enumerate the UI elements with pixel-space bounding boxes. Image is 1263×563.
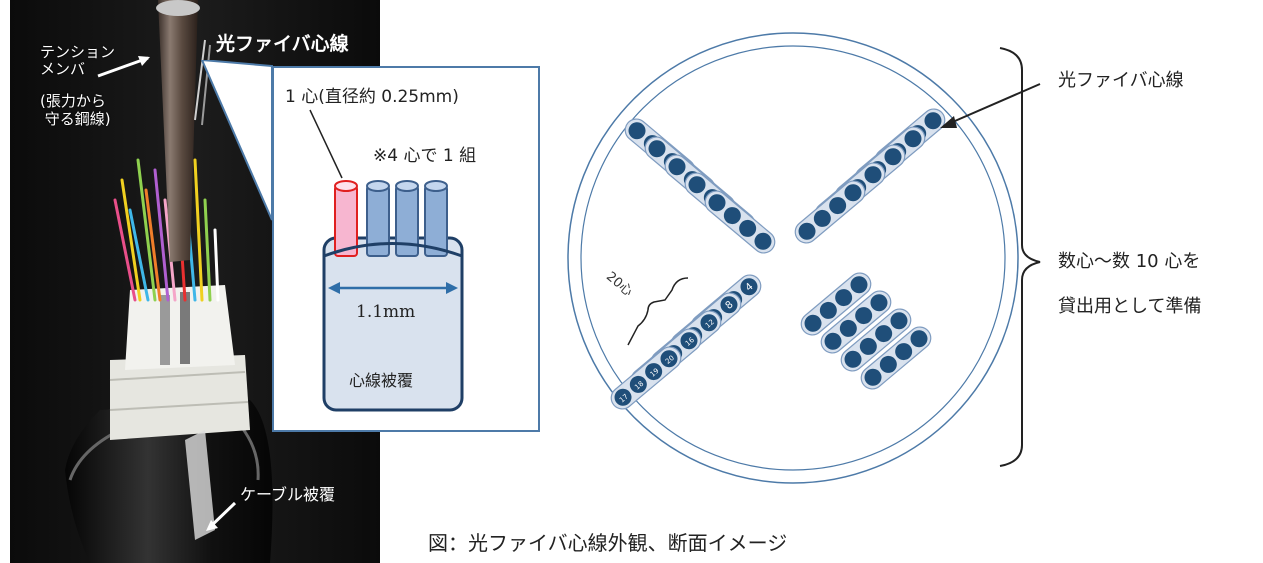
fiber-number: 19 bbox=[649, 367, 661, 379]
fiber-core bbox=[754, 232, 772, 250]
photo-fiber-label: 光ファイバ心線 bbox=[216, 33, 349, 55]
group-note: ※4 心で 1 組 bbox=[373, 146, 477, 166]
cross-fiber-label: 光ファイバ心線 bbox=[1058, 70, 1184, 91]
fiber-core bbox=[688, 176, 706, 194]
cable-sheath-label: ケーブル被覆 bbox=[240, 485, 336, 504]
fiber-core bbox=[875, 325, 893, 343]
fiber-core bbox=[870, 294, 888, 312]
fiber-core bbox=[628, 122, 646, 140]
tension-member-label: テンション メンバ bbox=[40, 43, 116, 79]
fiber-core bbox=[804, 314, 822, 332]
fiber-core bbox=[844, 184, 862, 202]
fiber-core bbox=[924, 112, 942, 130]
fiber-ribbon-inset bbox=[272, 66, 540, 432]
fiber-core bbox=[884, 148, 902, 166]
fiber-number: 20 bbox=[664, 354, 676, 366]
fiber-core bbox=[660, 350, 678, 368]
fiber-core bbox=[700, 314, 718, 332]
brace-desc-line1: 数心～数 10 心を bbox=[1058, 251, 1201, 272]
fiber-core bbox=[895, 343, 913, 361]
fiber-core bbox=[813, 209, 831, 227]
fiber-number: 12 bbox=[704, 318, 716, 330]
fiber-number: 17 bbox=[618, 393, 630, 405]
figure-caption: 図：光ファイバ心線外観、断面イメージ bbox=[428, 531, 788, 555]
fiber-ribbon bbox=[800, 272, 872, 336]
fiber-core bbox=[859, 337, 877, 355]
fiber-core bbox=[629, 375, 647, 393]
fiber-core bbox=[680, 332, 698, 350]
fiber-number: 4 bbox=[744, 281, 756, 294]
fiber-core bbox=[798, 222, 816, 240]
fiber-core bbox=[890, 312, 908, 330]
ribbon-groups: 1234567891011121314151617181920 bbox=[610, 108, 946, 410]
fiber-core bbox=[855, 307, 873, 325]
fiber-core bbox=[850, 276, 868, 294]
brace-desc-line2: 貸出用として準備 bbox=[1058, 296, 1202, 317]
cable-cross-section: 1234567891011121314151617181920 bbox=[567, 32, 1041, 484]
fiber-core bbox=[879, 355, 897, 373]
fiber-core bbox=[829, 197, 847, 215]
fiber-core bbox=[739, 219, 757, 237]
fiber-core bbox=[824, 332, 842, 350]
fiber-core bbox=[648, 140, 666, 158]
fiber-ribbon bbox=[704, 190, 776, 254]
fiber-core bbox=[614, 388, 632, 406]
fiber-core bbox=[723, 207, 741, 225]
fiber-core bbox=[864, 368, 882, 386]
fiber-ribbon bbox=[820, 290, 892, 354]
fiber-core bbox=[864, 166, 882, 184]
single-fiber-label: 1 心(直径約 0.25mm) bbox=[285, 87, 459, 107]
fiber-core bbox=[720, 296, 738, 314]
fiber-core bbox=[645, 363, 663, 381]
coating-label: 心線被覆 bbox=[349, 371, 414, 390]
fiber-core bbox=[819, 301, 837, 319]
fiber-core bbox=[740, 278, 758, 296]
fiber-core bbox=[835, 289, 853, 307]
fiber-ribbon bbox=[794, 180, 866, 244]
fiber-core bbox=[844, 350, 862, 368]
fiber-number: 8 bbox=[724, 299, 736, 312]
fiber-core bbox=[839, 319, 857, 337]
fiber-ribbon bbox=[860, 326, 932, 390]
tension-member-note: (張力から 守る鋼線) bbox=[40, 92, 111, 128]
ribbon-width-label: 1.1mm bbox=[356, 302, 416, 322]
fiber-core bbox=[708, 194, 726, 212]
fiber-core bbox=[910, 330, 928, 348]
fiber-core bbox=[904, 130, 922, 148]
fiber-core bbox=[668, 158, 686, 176]
fiber-ribbon bbox=[840, 308, 912, 372]
fiber-number: 18 bbox=[633, 380, 645, 392]
